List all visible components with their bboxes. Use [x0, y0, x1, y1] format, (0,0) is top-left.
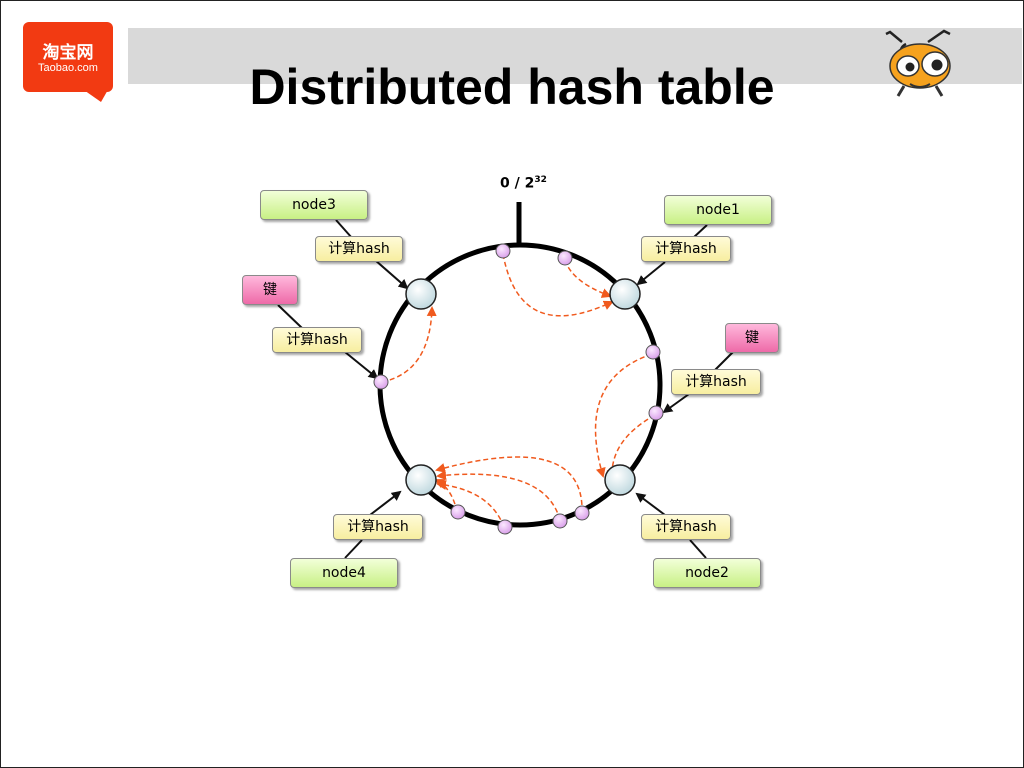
connector-key-left — [277, 304, 303, 329]
connector-node1 — [692, 224, 708, 239]
key-point — [648, 405, 664, 421]
key-left-box: 键 — [242, 275, 298, 305]
arrow-key-left-hash — [344, 351, 379, 380]
ring-node-node2 — [604, 464, 636, 496]
node2-box: node2 — [653, 558, 761, 588]
key-point — [450, 504, 466, 520]
key-right-box: 键 — [725, 323, 779, 353]
node1-hash-box: 计算hash — [641, 236, 731, 262]
arrow-node2-hash — [635, 492, 666, 516]
key-point — [552, 513, 568, 529]
node4-hash-box: 计算hash — [333, 514, 423, 540]
ring-node-node3 — [405, 278, 437, 310]
ring-zero-label: 0 / 232 — [500, 175, 547, 192]
key-left-hash-box: 计算hash — [272, 327, 362, 353]
node2-hash-box: 计算hash — [641, 514, 731, 540]
key-point — [497, 519, 513, 535]
connector-node4 — [344, 539, 363, 559]
arrow-node3-hash — [374, 259, 409, 290]
ant-mascot-icon — [885, 29, 951, 97]
node1-box: node1 — [664, 195, 772, 225]
title-bar — [128, 28, 1022, 84]
node4-box: node4 — [290, 558, 398, 588]
key-point — [574, 505, 590, 521]
arrow-node4-hash — [369, 490, 402, 516]
connector-key-right — [714, 351, 734, 371]
node3-hash-box: 计算hash — [315, 236, 403, 262]
key-point — [495, 243, 511, 259]
key-point — [645, 344, 661, 360]
node3-box: node3 — [260, 190, 368, 220]
arrow-node1-hash — [636, 261, 666, 286]
logo-cn-text: 淘宝网 — [42, 43, 94, 63]
connector-node2 — [689, 539, 707, 559]
taobao-logo: 淘宝网 Taobao.com — [23, 22, 113, 102]
key-point — [557, 250, 573, 266]
arrow-key-right-hash — [662, 393, 690, 414]
ring-key-points — [373, 243, 664, 535]
logo-en-text: Taobao.com — [38, 62, 98, 74]
connector-node3 — [335, 219, 353, 239]
slide-title: Distributed hash table — [249, 59, 775, 115]
key-right-hash-box: 计算hash — [671, 369, 761, 395]
key-point — [373, 374, 389, 390]
ring-node-node4 — [405, 464, 437, 496]
ring-node-node1 — [609, 278, 641, 310]
